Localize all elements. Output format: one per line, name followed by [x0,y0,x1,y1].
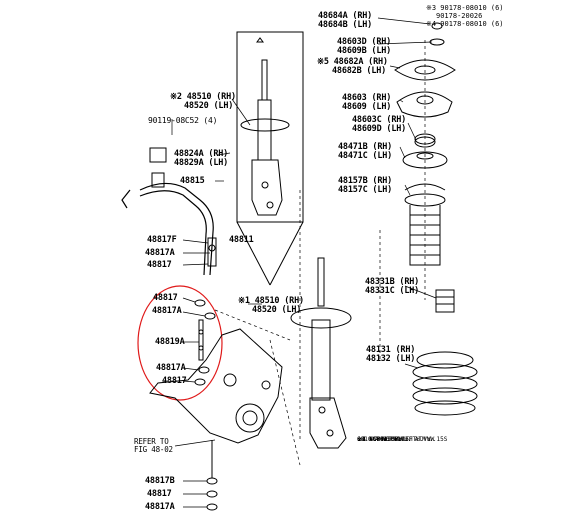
label-48824-lh: 48829A (LH) [174,158,229,168]
label-48510-mid-rh: ※1 48510 (RH) [238,296,304,306]
label-48510-top: ※2 48510 (RH)48520 (LH) [170,93,236,111]
label-48510-top-lh: 48520 (LH) [184,101,234,111]
refer-line-1: REFER TO [134,437,169,446]
label-90178-a: ※3 90178-08010 (6) [426,4,504,12]
stabilizer-bracket [149,147,167,188]
label-48131-lh: 48132 (LH) [366,354,416,364]
stabilizer-bar [121,182,214,276]
note-3: ※3 NCP41. PHL. TH. VW [357,436,435,443]
label-48684: 48684A (RH)48684B (LH) [318,12,372,30]
label-48603D-rh: 48603D (RH) [337,37,392,47]
inset-strut [240,37,290,216]
note-6: 0810- NCP42 .. ATM ..15S [357,436,448,443]
label-48817-1: 48817 [147,260,172,270]
label-48510-mid-lh: 48520 (LH) [252,305,302,315]
label-48817A-3: 48817A [156,363,186,373]
label-48510-mid: ※1 48510 (RH)48520 (LH) [238,297,304,315]
label-48824: 48824A (RH)48829A (LH) [174,150,228,168]
label-48824-rh: 48824A (RH) [174,149,229,159]
label-48684-lh: 48684B (LH) [318,20,373,30]
label-48682-lh: 48682B (LH) [332,66,387,76]
label-48817B: 48817B [145,476,175,486]
stabilizer-link-upper [207,237,217,267]
label-48131: 48131 (RH)48132 (LH) [366,346,415,364]
label-48331: 48331B (RH)48331C (LH) [365,278,419,296]
label-48817-3: 48817 [162,376,187,386]
label-48817-4: 48817 [147,489,172,499]
lower-link-parts [206,440,218,511]
note-1: ※1 AW#5 SG#W [357,436,402,443]
label-48471-lh: 48471C (LH) [338,151,393,161]
label-48603C: 48603C (RH)48609D (LH) [352,116,406,134]
label-48819A: 48819A [155,337,185,347]
label-90119: 90119-08C52 (4) [148,116,218,125]
stabilizer-link [194,299,216,386]
label-48815: 48815 [180,176,205,186]
upper-support [396,91,453,118]
label-48131-rh: 48131 (RH) [366,345,416,355]
label-48817A-2: 48817A [152,306,182,316]
label-48331-lh: 48331C (LH) [365,286,420,296]
note-5: ※5 ... ATM..15F [357,436,413,443]
label-48603-lh: 48609 (LH) [342,102,392,112]
inset-box [236,31,304,286]
label-48817F: 48817F [147,235,177,245]
label-48471-rh: 48471B (RH) [338,142,393,152]
bumper-stopper [435,289,455,313]
label-48157-rh: 48157B (RH) [338,176,393,186]
label-48684-rh: 48684A (RH) [318,11,373,21]
label-48603C-rh: 48603C (RH) [352,115,407,125]
refer-line-2: FIG 48-02 [134,445,173,454]
label-48817-2: 48817 [153,293,178,303]
label-48603D-lh: 48609B (LH) [337,46,392,56]
label-48331-rh: 48331B (RH) [365,277,420,287]
label-90178: ※3 90178-08010 (6)90178-20026※4 90178-08… [426,4,504,28]
label-48510-top-rh: ※2 48510 (RH) [170,92,236,102]
leader-lines [171,17,437,508]
label-48811: 48811 [229,235,254,245]
steering-knuckle [149,328,283,444]
label-90178-c: ※4 90178-08010 (6) [426,20,504,28]
label-48603D: 48603D (RH)48609B (LH) [337,38,391,56]
label-48817A-1: 48817A [145,248,175,258]
link-highlight-circle [137,285,223,401]
support-bearing [414,133,436,148]
label-48157-lh: 48157C (LH) [338,185,393,195]
note-7: AW#5 SG#W [357,436,408,443]
label-48603C-lh: 48609D (LH) [352,124,407,134]
label-48817A-4: 48817A [145,502,175,512]
main-strut [290,257,352,449]
note-4: ※4 NCP41 ... TH . VW [357,436,431,443]
label-48157: 48157B (RH)48157C (LH) [338,177,392,195]
label-48682: ※5 48682A (RH)48682B (LH) [317,58,388,76]
label-48603: 48603 (RH)48609 (LH) [342,94,391,112]
label-90178-b: 90178-20026 [436,12,483,20]
note-2: ※2 NCP41 [357,436,388,443]
guide-lines [214,40,426,466]
label-48471: 48471B (RH)48471C (LH) [338,143,392,161]
label-48603-rh: 48603 (RH) [342,93,392,103]
coil-spring [412,351,478,416]
label-48682-rh: ※5 48682A (RH) [317,57,388,67]
